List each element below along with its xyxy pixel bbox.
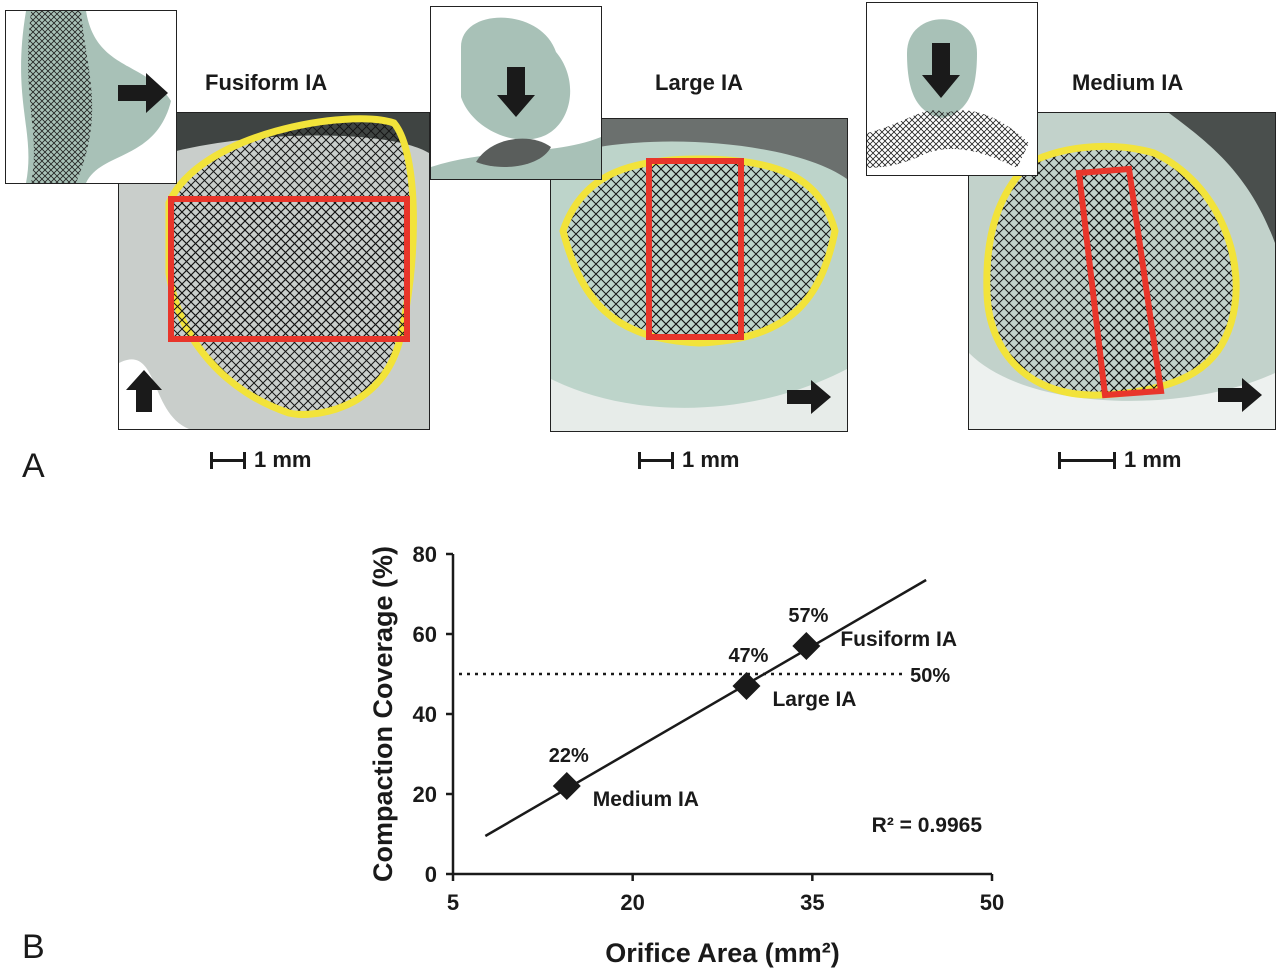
x-tick-label: 20	[620, 890, 644, 915]
y-tick-label: 0	[425, 862, 437, 887]
threshold-label: 50%	[910, 665, 950, 687]
large-scale-bar: 1 mm	[638, 447, 739, 473]
fusiform-ia-inset	[5, 10, 177, 184]
r-squared-label: R² = 0.9965	[872, 814, 983, 837]
scale-bar-label: 1 mm	[682, 447, 740, 472]
x-tick-label: 5	[447, 890, 459, 915]
large-inset-render	[431, 17, 601, 179]
data-point-value-label: 57%	[788, 605, 828, 627]
medium-ia-inset	[866, 2, 1038, 176]
flow-arrow-right-icon	[1218, 378, 1262, 417]
data-point-marker	[552, 772, 581, 800]
fusiform-scale-bar: 1 mm	[210, 447, 311, 473]
scale-bar-label: 1 mm	[254, 447, 312, 472]
fusiform-ia-title: Fusiform IA	[205, 70, 328, 95]
panel-b-letter: B	[22, 928, 45, 966]
x-tick-label: 50	[980, 890, 1004, 915]
y-tick-label: 80	[413, 542, 437, 567]
data-point-value-label: 22%	[549, 745, 589, 767]
scale-bar-line	[638, 451, 674, 469]
scale-bar-label: 1 mm	[1124, 447, 1182, 472]
large-ia-render	[551, 119, 847, 431]
y-axis-title: Compaction Coverage (%)	[368, 546, 398, 882]
medium-ia-title: Medium IA	[1072, 70, 1184, 95]
data-point-name-label: Fusiform IA	[840, 628, 957, 651]
data-point-name-label: Medium IA	[593, 788, 699, 811]
data-point-marker	[792, 632, 821, 660]
fusiform-inset-render	[21, 11, 171, 183]
y-tick-label: 40	[413, 702, 437, 727]
medium-inset-render	[867, 19, 1029, 168]
large-ia-inset	[430, 6, 602, 180]
y-tick-label: 60	[413, 622, 437, 647]
x-axis-title: Orifice Area (mm²)	[605, 938, 840, 968]
data-point-name-label: Large IA	[772, 688, 856, 711]
scale-bar-line	[210, 451, 246, 469]
flow-arrow-up-icon	[126, 370, 162, 417]
data-point-value-label: 47%	[728, 645, 768, 667]
flow-arrow-right-icon	[787, 380, 831, 419]
large-ia-title: Large IA	[655, 70, 744, 95]
scale-bar-line	[1058, 451, 1116, 469]
panel-a-letter: A	[22, 447, 45, 485]
medium-scale-bar: 1 mm	[1058, 447, 1181, 473]
x-tick-label: 35	[800, 890, 824, 915]
trend-line	[484, 578, 927, 838]
y-tick-label: 20	[413, 782, 437, 807]
data-point-marker	[732, 672, 761, 700]
